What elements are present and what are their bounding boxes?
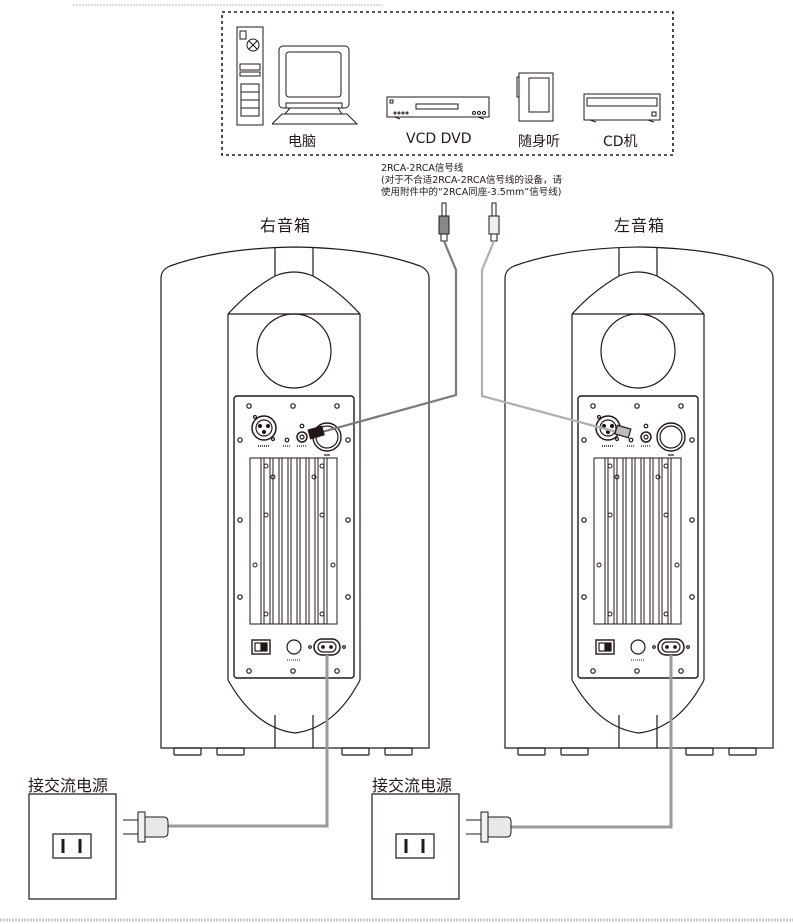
right-speaker-title: 右音箱 [260, 216, 312, 235]
left-speaker-title: 左音箱 [614, 216, 666, 235]
signal-cable-right [321, 240, 458, 434]
device-label-portable: 随身听 [518, 134, 560, 150]
power-plug-right [123, 811, 169, 843]
power-outlet-left [371, 793, 460, 900]
signal-cable-left [480, 240, 629, 437]
cable-note: 2RCA-2RCA信号线 (对于不合适2RCA-2RCA信号线的设备，请 使用附… [381, 163, 562, 199]
device-label-dvd: VCD DVD [406, 131, 472, 147]
cable-note-line3: 使用附件中的“2RCA同座-3.5mm”信号线) [381, 187, 562, 198]
power-outlet-right [28, 793, 117, 900]
left-speaker [504, 246, 774, 756]
computer-icon [236, 26, 359, 126]
cd-player-icon [583, 93, 661, 123]
source-devices-box [221, 11, 674, 156]
device-label-cd: CD机 [603, 134, 638, 150]
power-cable-left [511, 655, 673, 829]
power-plug-left [466, 811, 512, 843]
rca-plug-light [488, 202, 500, 242]
rca-plug-dark [438, 202, 450, 242]
rca-jack-plug-right [307, 425, 325, 440]
portable-player-icon [516, 72, 554, 122]
device-label-computer: 电脑 [288, 134, 316, 150]
power-cable-right [168, 655, 329, 828]
right-speaker [160, 246, 430, 756]
rca-jack-plug-left [614, 424, 632, 439]
cable-note-line1: 2RCA-2RCA信号线 [381, 163, 464, 174]
dvd-player-icon [386, 96, 490, 120]
power-label-right: 接交流电源 [28, 776, 109, 795]
cable-note-line2: (对于不合适2RCA-2RCA信号线的设备，请 [381, 175, 563, 186]
power-label-left: 接交流电源 [372, 776, 453, 795]
